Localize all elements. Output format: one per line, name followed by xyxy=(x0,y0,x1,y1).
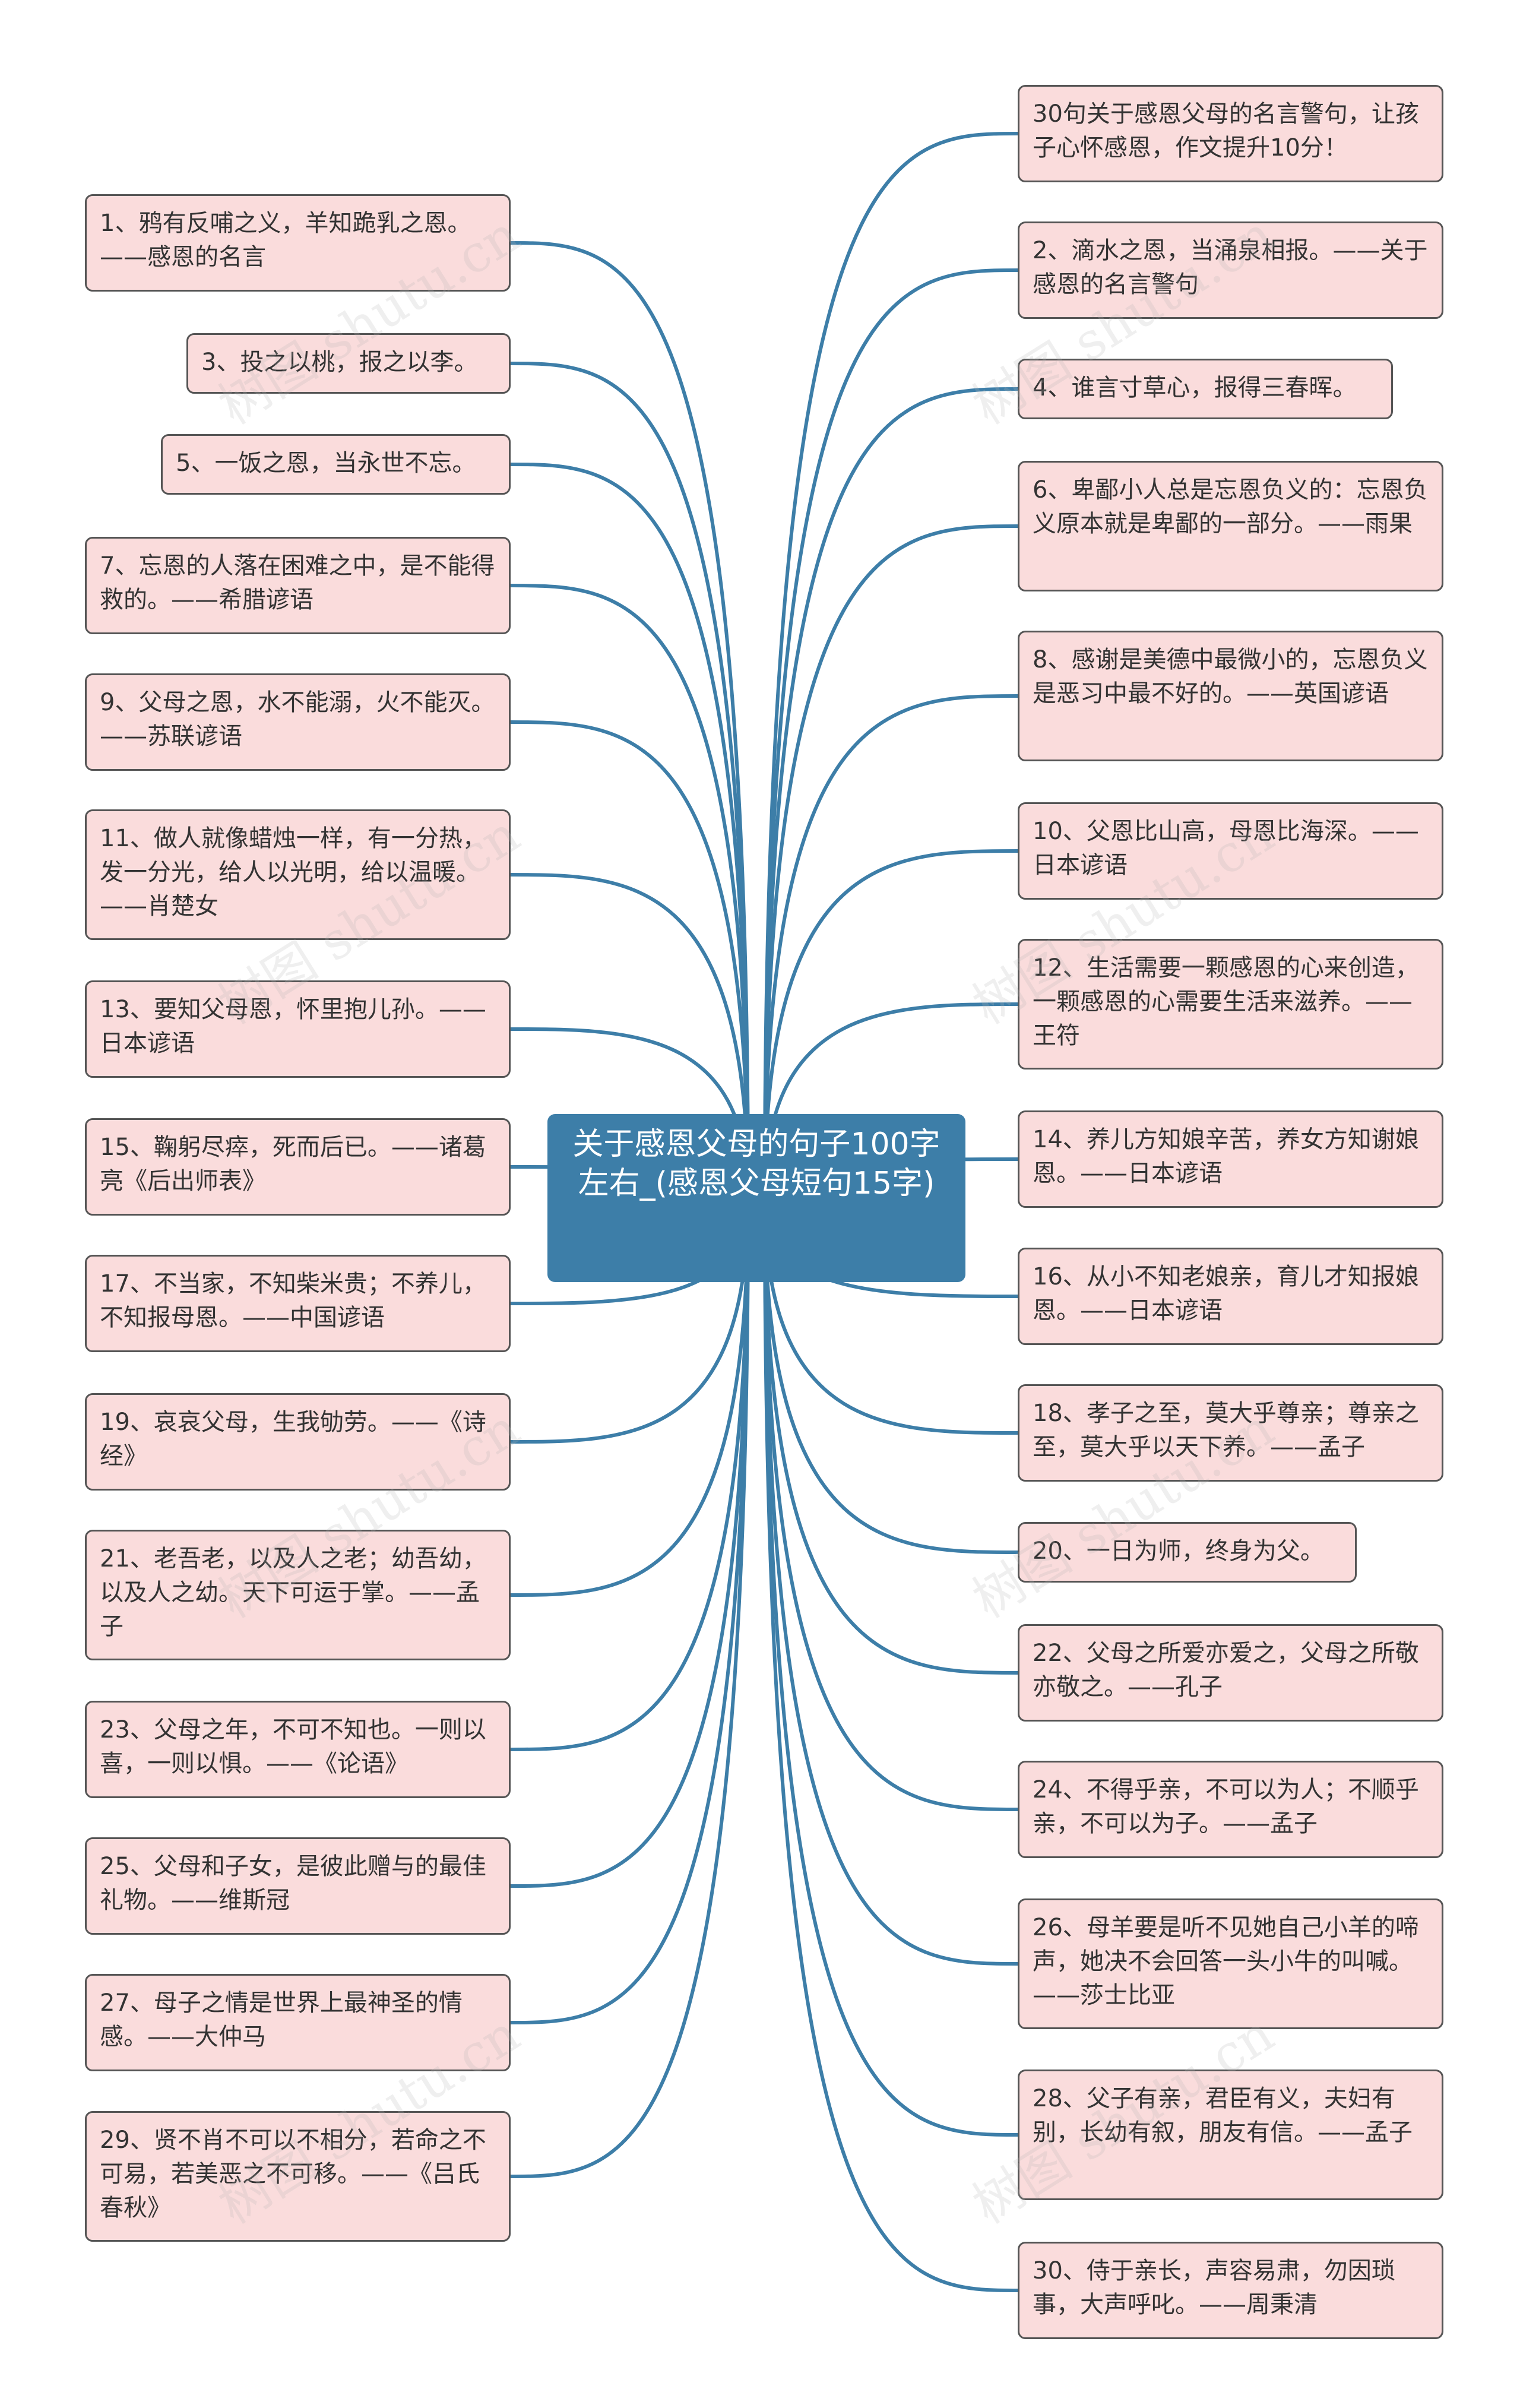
connector-line xyxy=(763,524,1019,1200)
left-node[interactable]: 5、一饭之恩，当永世不忘。 xyxy=(161,434,511,495)
connector-line xyxy=(509,1197,750,1597)
connector-line xyxy=(763,1197,1019,2137)
right-node[interactable]: 8、感谢是美德中最微小的，忘恩负义是恶习中最不好的。——英国谚语 xyxy=(1018,631,1443,761)
connector-line xyxy=(763,1197,1019,1675)
node-text: 25、父母和子女，是彼此赠与的最佳礼物。——维斯冠 xyxy=(100,1853,486,1914)
right-node[interactable]: 24、不得乎亲，不可以为人；不顺乎亲，不可以为子。——孟子 xyxy=(1018,1761,1443,1858)
connector-line xyxy=(509,584,750,1200)
right-node[interactable]: 20、一日为师，终身为父。 xyxy=(1018,1522,1357,1583)
right-node[interactable]: 28、父子有亲，君臣有义，夫妇有别，长幼有叙，朋友有信。——孟子 xyxy=(1018,2070,1443,2200)
node-text: 8、感谢是美德中最微小的，忘恩负义是恶习中最不好的。——英国谚语 xyxy=(1033,646,1428,707)
left-node[interactable]: 15、鞠躬尽瘁，死而后已。——诸葛亮《后出师表》 xyxy=(85,1118,511,1216)
node-text: 30、侍于亲长，声容易肃，勿因琐事，大声呼叱。——周秉清 xyxy=(1033,2257,1395,2318)
right-node[interactable]: 14、养儿方知娘辛苦，养女方知谢娘恩。——日本谚语 xyxy=(1018,1110,1443,1208)
connector-line xyxy=(763,1197,1019,1435)
left-node[interactable]: 3、投之以桃，报之以李。 xyxy=(186,333,511,394)
node-text: 5、一饭之恩，当永世不忘。 xyxy=(176,450,476,477)
right-node[interactable]: 26、母羊要是听不见她自己小羊的啼声，她决不会回答一头小牛的叫喊。——莎士比亚 xyxy=(1018,1898,1443,2029)
node-text: 10、父恩比山高，母恩比海深。——日本谚语 xyxy=(1033,818,1419,879)
left-node[interactable]: 21、老吾老，以及人之老；幼吾幼，以及人之幼。天下可运于掌。——孟子 xyxy=(85,1530,511,1660)
connector-line xyxy=(763,694,1019,1200)
right-node[interactable]: 4、谁言寸草心，报得三春晖。 xyxy=(1018,359,1393,419)
node-text: 20、一日为师，终身为父。 xyxy=(1033,1537,1324,1565)
node-text: 23、父母之年，不可不知也。一则以喜，一则以惧。——《论语》 xyxy=(100,1716,486,1777)
connector-line xyxy=(509,1197,750,2178)
right-node[interactable]: 10、父恩比山高，母恩比海深。——日本谚语 xyxy=(1018,802,1443,900)
connector-line xyxy=(509,1197,750,1444)
node-text: 11、做人就像蜡烛一样，有一分热，发一分光，给人以光明，给以温暖。——肖楚女 xyxy=(100,825,486,920)
connector-line xyxy=(763,387,1019,1200)
node-text: 21、老吾老，以及人之老；幼吾幼，以及人之幼。天下可运于掌。——孟子 xyxy=(100,1545,486,1640)
right-node[interactable]: 2、滴水之恩，当涌泉相报。——关于感恩的名言警句 xyxy=(1018,222,1443,319)
connector-line xyxy=(763,1197,1019,1554)
left-node[interactable]: 27、母子之情是世界上最神圣的情感。——大仲马 xyxy=(85,1974,511,2071)
connector-line xyxy=(763,849,1019,1200)
connector-line xyxy=(763,268,1019,1200)
node-text: 24、不得乎亲，不可以为人；不顺乎亲，不可以为子。——孟子 xyxy=(1033,1776,1419,1837)
connector-line xyxy=(509,1197,750,2024)
node-text: 18、孝子之至，莫大乎尊亲；尊亲之至，莫大乎以天下养。——孟子 xyxy=(1033,1400,1419,1461)
connector-line xyxy=(509,362,750,1200)
node-text: 30句关于感恩父母的名言警句，让孩子心怀感恩，作文提升10分！ xyxy=(1033,100,1419,162)
node-text: 2、滴水之恩，当涌泉相报。——关于感恩的名言警句 xyxy=(1033,237,1428,298)
node-text: 26、母羊要是听不见她自己小羊的啼声，她决不会回答一头小牛的叫喊。——莎士比亚 xyxy=(1033,1914,1419,2009)
connector-line xyxy=(763,1197,1019,1811)
node-text: 28、父子有亲，君臣有义，夫妇有别，长幼有叙，朋友有信。——孟子 xyxy=(1033,2085,1413,2146)
left-node[interactable]: 25、父母和子女，是彼此赠与的最佳礼物。——维斯冠 xyxy=(85,1837,511,1935)
node-text: 16、从小不知老娘亲，育儿才知报娘恩。——日本谚语 xyxy=(1033,1263,1419,1324)
node-text: 22、父母之所爱亦爱之，父母之所敬亦敬之。——孔子 xyxy=(1033,1640,1419,1701)
left-node[interactable]: 19、哀哀父母，生我劬劳。——《诗经》 xyxy=(85,1393,511,1491)
left-node[interactable]: 1、鸦有反哺之义，羊知跪乳之恩。——感恩的名言 xyxy=(85,194,511,292)
node-text: 27、母子之情是世界上最神圣的情感。——大仲马 xyxy=(100,1989,463,2051)
central-topic[interactable]: 关于感恩父母的句子100字左右_(感恩父母短句15字) xyxy=(547,1114,965,1282)
node-text: 19、哀哀父母，生我劬劳。——《诗经》 xyxy=(100,1409,486,1470)
connector-line xyxy=(509,720,750,1200)
node-text: 29、贤不肖不可以不相分，若命之不可易，若美恶之不可移。——《吕氏春秋》 xyxy=(100,2127,486,2222)
node-text: 13、要知父母恩，怀里抱儿孙。——日本谚语 xyxy=(100,996,486,1057)
node-text: 6、卑鄙小人总是忘恩负义的：忘恩负义原本就是卑鄙的一部分。——雨果 xyxy=(1033,476,1428,537)
connector-line xyxy=(763,132,1019,1200)
connector-line xyxy=(763,1197,1019,2292)
right-node[interactable]: 18、孝子之至，莫大乎尊亲；尊亲之至，莫大乎以天下养。——孟子 xyxy=(1018,1384,1443,1482)
connector-line xyxy=(509,873,750,1200)
left-node[interactable]: 9、父母之恩，水不能溺，火不能灭。——苏联谚语 xyxy=(85,673,511,771)
node-text: 15、鞠躬尽瘁，死而后已。——诸葛亮《后出师表》 xyxy=(100,1134,486,1195)
right-node[interactable]: 12、生活需要一颗感恩的心来创造，一颗感恩的心需要生活来滋养。——王符 xyxy=(1018,939,1443,1069)
right-node[interactable]: 30、侍于亲长，声容易肃，勿因琐事，大声呼叱。——周秉清 xyxy=(1018,2242,1443,2339)
connector-line xyxy=(509,1197,750,1888)
left-node[interactable]: 13、要知父母恩，怀里抱儿孙。——日本谚语 xyxy=(85,980,511,1078)
node-text: 14、养儿方知娘辛苦，养女方知谢娘恩。——日本谚语 xyxy=(1033,1126,1419,1187)
right-node[interactable]: 6、卑鄙小人总是忘恩负义的：忘恩负义原本就是卑鄙的一部分。——雨果 xyxy=(1018,461,1443,591)
node-text: 7、忘恩的人落在困难之中，是不能得救的。——希腊谚语 xyxy=(100,552,495,613)
node-text: 1、鸦有反哺之义，羊知跪乳之恩。——感恩的名言 xyxy=(100,210,471,271)
left-node[interactable]: 29、贤不肖不可以不相分，若命之不可易，若美恶之不可移。——《吕氏春秋》 xyxy=(85,2111,511,2242)
connector-line xyxy=(763,1197,1019,1966)
left-node[interactable]: 11、做人就像蜡烛一样，有一分热，发一分光，给人以光明，给以温暖。——肖楚女 xyxy=(85,809,511,940)
right-node[interactable]: 16、从小不知老娘亲，育儿才知报娘恩。——日本谚语 xyxy=(1018,1248,1443,1345)
node-text: 3、投之以桃，报之以李。 xyxy=(201,349,478,376)
node-text: 9、父母之恩，水不能溺，火不能灭。——苏联谚语 xyxy=(100,689,495,750)
right-node[interactable]: 30句关于感恩父母的名言警句，让孩子心怀感恩，作文提升10分！ xyxy=(1018,85,1443,182)
right-node[interactable]: 22、父母之所爱亦爱之，父母之所敬亦敬之。——孔子 xyxy=(1018,1624,1443,1722)
left-node[interactable]: 17、不当家，不知柴米贵；不养儿，不知报母恩。——中国谚语 xyxy=(85,1255,511,1352)
left-node[interactable]: 23、父母之年，不可不知也。一则以喜，一则以惧。——《论语》 xyxy=(85,1701,511,1798)
connector-line xyxy=(509,1197,750,1751)
connector-line xyxy=(509,241,750,1200)
central-topic-text: 关于感恩父母的句子100字左右_(感恩父母短句15字) xyxy=(572,1127,940,1201)
node-text: 17、不当家，不知柴米贵；不养儿，不知报母恩。——中国谚语 xyxy=(100,1270,486,1331)
node-text: 4、谁言寸草心，报得三春晖。 xyxy=(1033,374,1357,401)
node-text: 12、生活需要一颗感恩的心来创造，一颗感恩的心需要生活来滋养。——王符 xyxy=(1033,954,1419,1049)
left-node[interactable]: 7、忘恩的人落在困难之中，是不能得救的。——希腊谚语 xyxy=(85,537,511,634)
connector-line xyxy=(509,463,750,1200)
